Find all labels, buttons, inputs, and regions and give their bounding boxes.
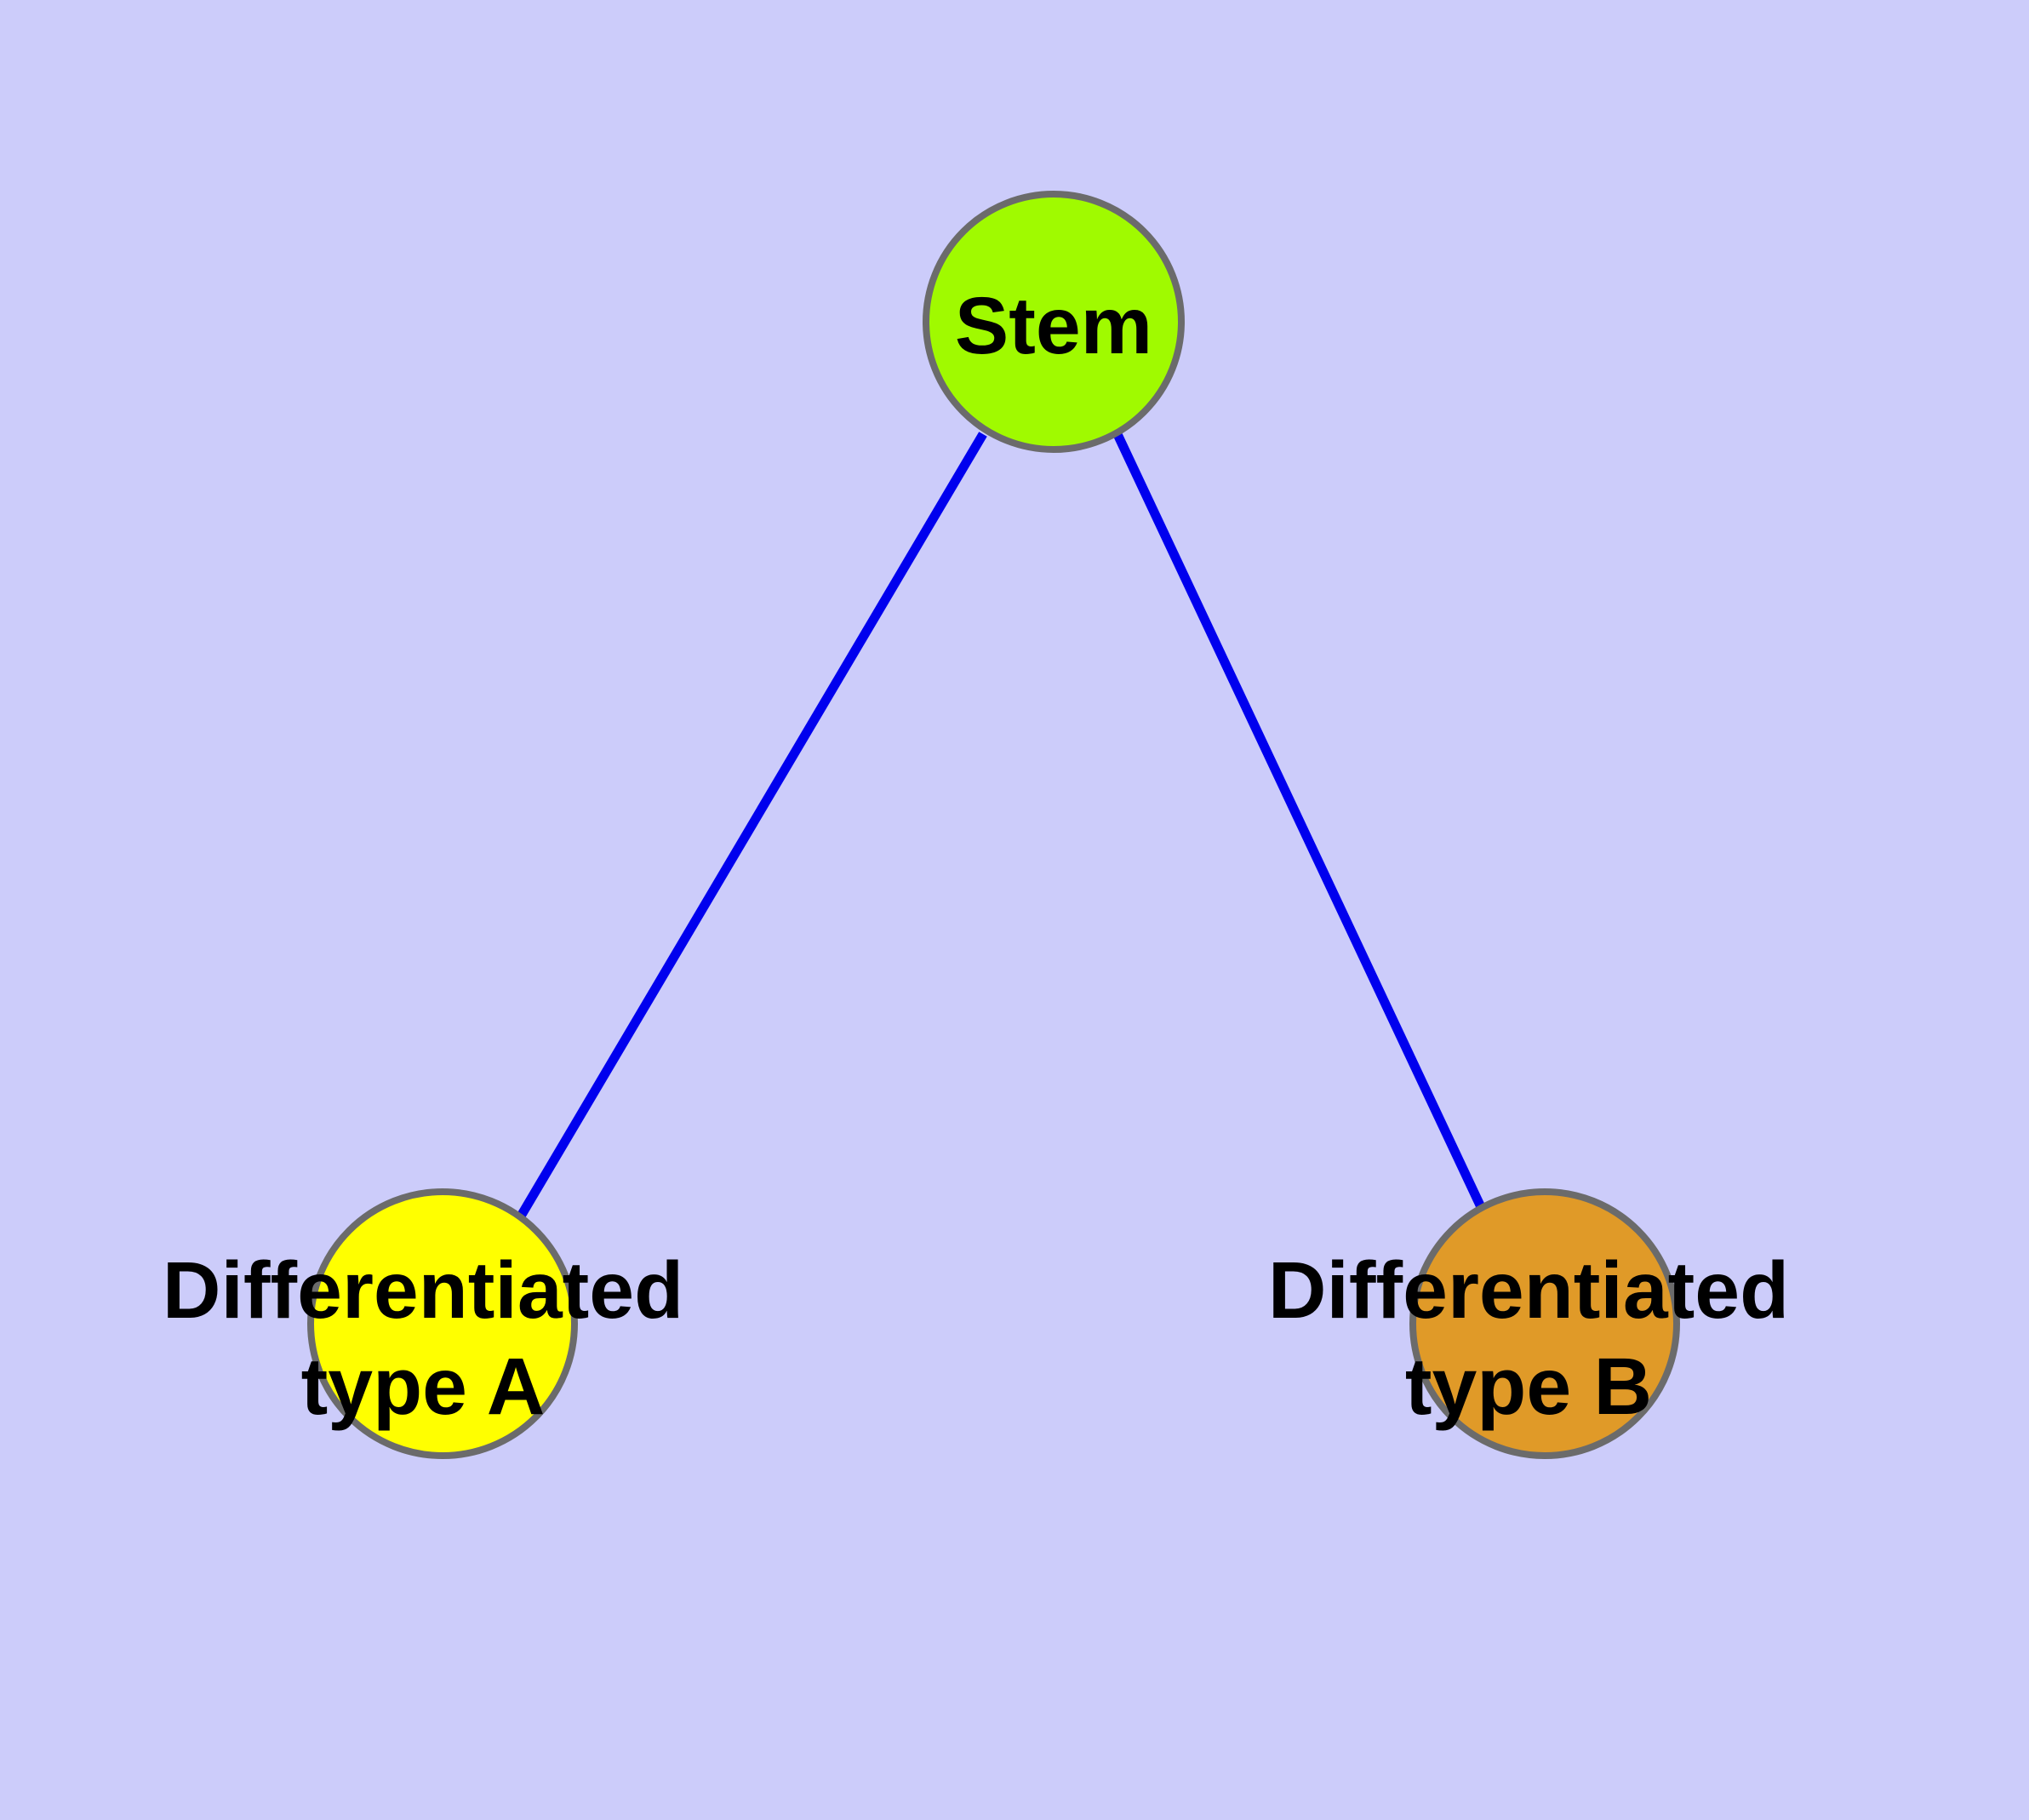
node-differentiated-type-a[interactable]	[307, 1188, 578, 1459]
edges-layer	[512, 430, 1493, 1226]
node-differentiated-type-b-label-line1: Differentiated	[1268, 1245, 1789, 1336]
node-differentiated-type-b-circle[interactable]	[1409, 1188, 1680, 1459]
edge-stem-to-differentiated-type-b[interactable]	[1112, 430, 1493, 1226]
node-stem-circle[interactable]	[923, 191, 1185, 453]
node-differentiated-type-b-label-line2: type B	[1405, 1342, 1652, 1432]
node-differentiated-type-a-circle[interactable]	[307, 1188, 578, 1459]
nodes-layer: Stem	[307, 191, 1680, 1459]
node-differentiated-type-a-label: Differentiated type A	[163, 1245, 683, 1432]
edge-stem-to-differentiated-type-a[interactable]	[512, 432, 987, 1226]
node-stem[interactable]: Stem	[923, 191, 1185, 453]
node-stem-label: Stem	[955, 281, 1152, 371]
node-labels-layer: Differentiated type A Differentiated typ…	[163, 1245, 1789, 1432]
node-differentiated-type-a-label-line2: type A	[301, 1342, 546, 1432]
node-differentiated-type-b[interactable]	[1409, 1188, 1680, 1459]
node-differentiated-type-a-label-line1: Differentiated	[163, 1245, 683, 1336]
node-differentiated-type-b-label: Differentiated type B	[1268, 1245, 1789, 1432]
